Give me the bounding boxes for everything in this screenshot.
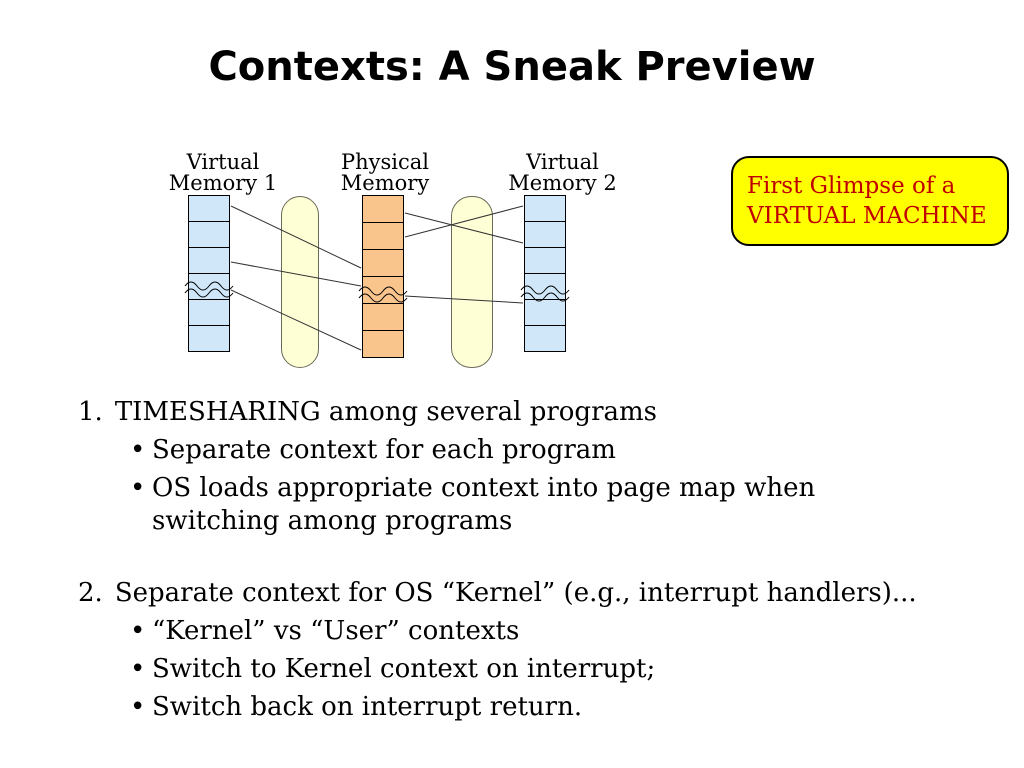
memory-cell — [188, 195, 230, 222]
virtual-memory-2-label-line1: Virtual — [526, 150, 599, 174]
item-1-bullet-1: • Separate context for each program — [130, 434, 988, 467]
virtual-memory-1-label: Virtual Memory 1 — [168, 152, 278, 194]
memory-cell — [362, 303, 404, 331]
item-2-bullet-2: • Switch to Kernel context on interrupt; — [130, 653, 988, 686]
memory-cell — [524, 325, 566, 352]
item-1-number: 1. — [78, 397, 103, 427]
virtual-memory-1-label-line1: Virtual — [186, 150, 260, 174]
list-item-2: 2. Separate context for OS “Kernel” (e.g.… — [78, 577, 988, 610]
memory-cell — [524, 195, 566, 222]
slide-body: 1. TIMESHARING among several programs • S… — [78, 396, 988, 729]
item-2-bullet-3: • Switch back on interrupt return. — [130, 691, 988, 724]
virtual-machine-callout: First Glimpse of a VIRTUAL MACHINE — [731, 156, 1009, 246]
bullet-text: Switch to Kernel context on interrupt; — [152, 654, 656, 684]
bullet-text: “Kernel” vs “User” contexts — [152, 616, 520, 646]
item-2-bullet-1: • “Kernel” vs “User” contexts — [130, 615, 988, 648]
bullet-marker: • — [130, 435, 146, 465]
virtual-memory-1-label-line2: Memory 1 — [168, 171, 278, 195]
memory-cell — [362, 195, 404, 223]
memory-cell — [188, 325, 230, 352]
bullet-marker: • — [130, 654, 146, 684]
memory-cell — [188, 299, 230, 326]
item-1-text: TIMESHARING among several programs — [114, 397, 657, 427]
callout-line2: VIRTUAL MACHINE — [747, 203, 987, 229]
memory-cell — [188, 273, 230, 300]
physical-memory-label: Physical Memory — [330, 152, 440, 194]
memory-cell — [362, 330, 404, 358]
memory-mapping-diagram: Virtual Memory 1 Physical Memory Virtual… — [150, 148, 617, 388]
page-map-capsule-2 — [451, 196, 493, 368]
memory-cell — [362, 249, 404, 277]
memory-cell — [524, 221, 566, 248]
memory-cell — [524, 247, 566, 274]
bullet-text: OS loads appropriate context into page m… — [152, 473, 816, 536]
memory-cell — [188, 221, 230, 248]
memory-cell — [362, 222, 404, 250]
physical-memory-label-line1: Physical — [340, 150, 429, 174]
list-item-1: 1. TIMESHARING among several programs — [78, 396, 988, 429]
bullet-marker: • — [130, 473, 146, 503]
item-2-number: 2. — [78, 578, 103, 608]
memory-cell — [362, 276, 404, 304]
virtual-memory-2-label: Virtual Memory 2 — [505, 152, 620, 194]
memory-cell — [524, 273, 566, 300]
bullet-text: Separate context for each program — [152, 435, 616, 465]
item-1-bullet-2: • OS loads appropriate context into page… — [130, 472, 988, 538]
physical-memory-label-line2: Memory — [340, 171, 430, 195]
virtual-memory-2-column — [524, 195, 566, 352]
bullet-marker: • — [130, 616, 146, 646]
memory-cell — [524, 299, 566, 326]
physical-memory-column — [362, 195, 404, 358]
memory-cell — [188, 247, 230, 274]
section-gap — [78, 543, 988, 577]
virtual-memory-2-label-line2: Memory 2 — [508, 171, 617, 195]
bullet-text: Switch back on interrupt return. — [152, 692, 583, 722]
page-map-capsule-1 — [281, 196, 319, 368]
slide-title: Contexts: A Sneak Preview — [208, 44, 816, 90]
virtual-memory-1-column — [188, 195, 230, 352]
bullet-marker: • — [130, 692, 146, 722]
item-2-text: Separate context for OS “Kernel” (e.g., … — [114, 578, 917, 608]
callout-line1: First Glimpse of a — [747, 173, 956, 199]
